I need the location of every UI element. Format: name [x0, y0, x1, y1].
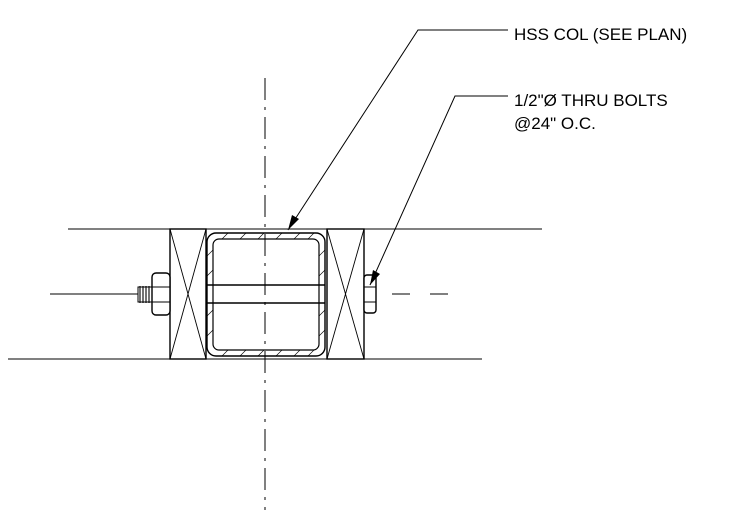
hss-column-callout: HSS COL (SEE PLAN): [514, 25, 688, 44]
thru-bolts-callout: 1/2"Ø THRU BOLTS: [514, 91, 668, 110]
bolt-spacing-callout: @24" O.C.: [514, 114, 596, 133]
left-blocking: [169, 228, 207, 360]
bolt-thread: [137, 286, 153, 303]
left-nut: [151, 272, 171, 316]
leader-thru-bolts: [369, 95, 508, 286]
hss-column: [206, 232, 326, 357]
right-blocking: [326, 228, 365, 360]
thru-bolt-sleeve: [207, 284, 325, 304]
right-bolt-head: [363, 274, 377, 314]
leader-hss-column: [287, 29, 508, 231]
